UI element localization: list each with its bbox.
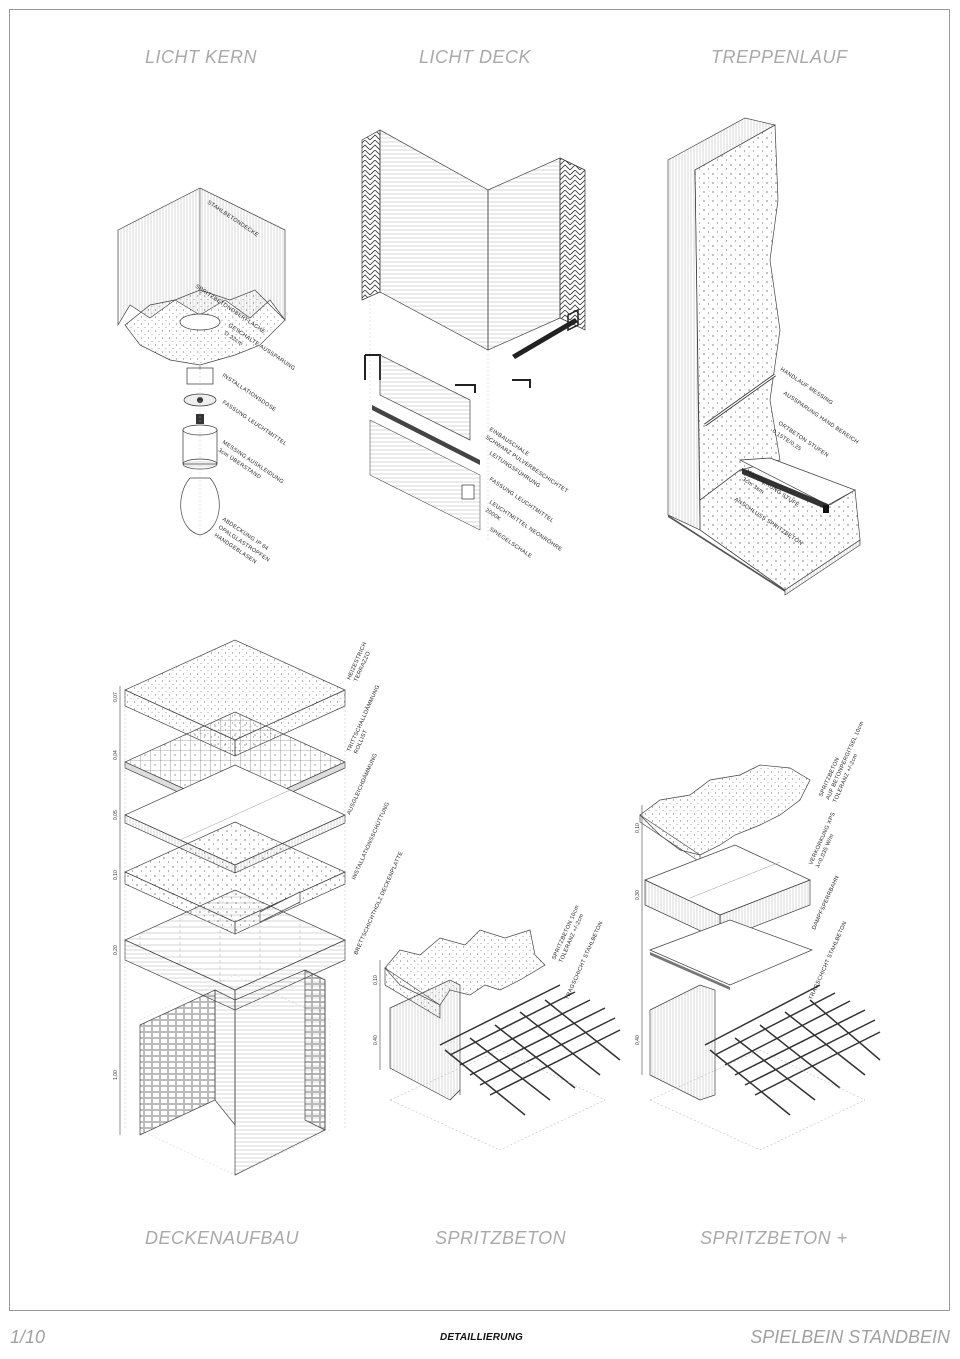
dim-wand: 1,00: [113, 1070, 119, 1080]
treppenlauf-drawing: [667, 117, 861, 596]
dim-tragschicht: 0,40: [635, 1035, 641, 1045]
dim-spritzbeton: 0,10: [373, 975, 379, 985]
title-treppenlauf: TREPPENLAUF: [711, 47, 848, 67]
spritzbeton-labels: SPRITZBETON 10cm TOLERANZ +/-2cm TRAGSCH…: [551, 904, 604, 1000]
licht-deck-labels: EINBAUSCHALE SCHWARZ PULVERBESCHICHTET L…: [484, 427, 569, 560]
label-installationsschuettung: INSTALLATIONSSCHÜTTUNG: [350, 801, 391, 881]
label-betonpergitsel: AUF BETONPERGITSEL 10cm: [825, 720, 865, 800]
spritzbeton-plus-labels: SPRITZBETON AUF BETONPERGITSEL 10cm TOLE…: [808, 720, 865, 1000]
spritzbeton-plus-drawing: [639, 764, 881, 1151]
dim-installation: 0,10: [113, 870, 119, 880]
deckenaufbau-labels: HEIZESTRICH TERRAZZO TRITTSCHALLDÄMMUNG …: [345, 641, 404, 956]
label-handlauf-messing: HANDLAUF MESSING: [779, 367, 834, 407]
dim-daemmung: 0,30: [635, 890, 641, 900]
licht-deck-drawing: [361, 129, 586, 540]
dim-ausgleich: 0,05: [113, 810, 119, 820]
label-spiegelschale: SPIEGELSCHALE: [488, 527, 533, 560]
spritzbeton-plus-dimensions: 0,10 0,30 0,40: [635, 805, 643, 1075]
spritzbeton-drawing: [384, 929, 621, 1151]
dim-heizestrich: 0,07: [113, 692, 119, 702]
label-fassung-leuchtmittel: FASSUNG LEUCHTMITTEL: [221, 400, 288, 448]
page-number: 1/10: [10, 1327, 46, 1347]
label-tragschicht-stahlbeton: TRAGSCHICHT STAHLBETON: [808, 921, 848, 1001]
project-title: SPIELBEIN STANDBEIN: [750, 1327, 950, 1347]
dim-brettschichtholz: 0,20: [113, 945, 119, 955]
label-dampfsperrbahn: DAMPFSPERRBAHN: [811, 875, 840, 931]
title-licht-kern: LICHT KERN: [145, 47, 258, 67]
title-spritzbeton-plus: SPRITZBETON +: [700, 1228, 848, 1248]
dim-tragschicht: 0,40: [373, 1035, 379, 1045]
spritzbeton-dimensions: 0,10 0,40: [373, 960, 381, 1070]
label-ausgleichdaemmung: AUSGLEICHDÄMMUNG: [345, 752, 379, 816]
title-spritzbeton: SPRITZBETON: [435, 1228, 567, 1248]
deckenaufbau-drawing: [124, 639, 346, 1176]
label-messing-auskleidung: MESSING AUSKLEIDUNG: [221, 440, 285, 486]
title-licht-deck: LICHT DECK: [419, 47, 532, 67]
drawing-sheet-frame: [9, 9, 950, 1311]
dim-spritzbeton: 0,10: [635, 823, 641, 833]
section-title: DETAILLIERUNG: [440, 1332, 523, 1343]
deckenaufbau-dimensions: 0,07 0,04 0,05 0,10 0,20 1,00: [113, 686, 121, 1135]
licht-kern-drawing: [117, 187, 286, 540]
title-deckenaufbau: DECKENAUFBAU: [145, 1228, 300, 1248]
dim-trittschall: 0,04: [113, 750, 119, 760]
